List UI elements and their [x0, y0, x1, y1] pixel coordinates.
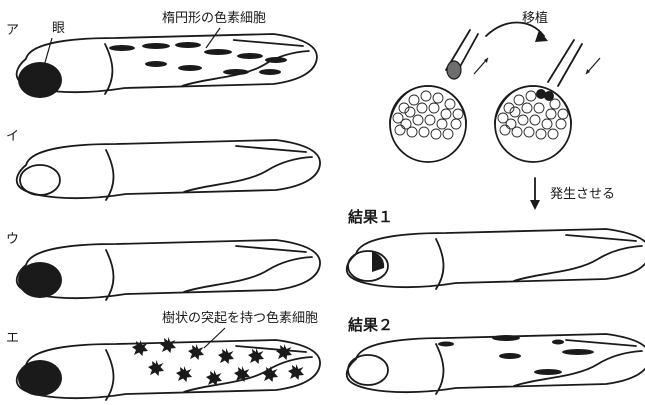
- branched-cell: [218, 348, 234, 364]
- branched-cells-annotation: 樹状の突起を持つ色素細胞: [162, 310, 318, 326]
- oval-cell: [145, 61, 167, 67]
- result2-label: 結果２: [348, 316, 393, 334]
- oval-cell: [265, 57, 287, 63]
- label-a: ア: [6, 23, 19, 38]
- larva-e-eye: [18, 360, 62, 396]
- host-pipette: [548, 40, 582, 86]
- donor-cell-cluster: [390, 86, 466, 139]
- oval-cell: [237, 53, 263, 59]
- larva-a: ア 眼 楕円形の色素細胞: [6, 10, 317, 98]
- oval-cell: [552, 340, 564, 345]
- larva-i: イ: [6, 129, 320, 200]
- result1-label: 結果１: [348, 208, 393, 226]
- oval-cell: [204, 49, 232, 55]
- larva-a-eye: [18, 62, 62, 98]
- larva-u: ウ: [6, 232, 320, 300]
- result-2: 結果２: [347, 316, 645, 394]
- donor-pipette-arrow: [474, 58, 488, 74]
- oval-cell: [562, 349, 594, 355]
- branched-cell: [160, 337, 176, 353]
- larva-a-oval-cells: [109, 42, 287, 75]
- label-u: ウ: [6, 232, 19, 247]
- transplant-experiment: 移植: [390, 11, 615, 210]
- oval-cell: [534, 369, 562, 375]
- oval-cells-annotation: 楕円形の色素細胞: [162, 10, 266, 26]
- larva-u-eye: [18, 262, 62, 298]
- oval-cell: [175, 42, 201, 48]
- transplanted-cell: [544, 91, 554, 101]
- oval-cell: [142, 43, 170, 49]
- develop-annotation: 発生させる: [550, 187, 615, 202]
- host-pipette-arrow: [586, 58, 600, 74]
- larva-i-eye: [20, 165, 60, 195]
- oval-cell: [109, 45, 135, 51]
- oval-cell: [438, 342, 454, 347]
- branched-cell: [188, 344, 204, 360]
- oval-cells-leader-line: [206, 28, 220, 48]
- donor-pipette: [446, 30, 478, 79]
- eye-annotation: 眼: [52, 21, 65, 36]
- oval-cell: [499, 353, 521, 359]
- branched-cell: [288, 364, 304, 380]
- oval-cell: [492, 335, 520, 341]
- branched-cell: [248, 348, 264, 364]
- branched-cell: [148, 360, 164, 376]
- result2-eye: [348, 355, 388, 385]
- branched-cell: [262, 366, 278, 382]
- branched-cells-leader-line: [204, 328, 225, 348]
- result2-larva-outline: [347, 334, 645, 394]
- branched-cell: [276, 344, 292, 360]
- result1-larva-outline: [347, 229, 645, 289]
- larva-e: エ 樹状の突起を持つ色素細胞: [6, 310, 320, 400]
- larva-u-outline: [17, 240, 320, 300]
- host-cell-cluster: [495, 86, 571, 139]
- label-i: イ: [6, 129, 19, 144]
- oval-cell: [259, 69, 281, 75]
- branched-cell: [176, 366, 192, 382]
- develop-arrowhead: [530, 200, 540, 210]
- larva-i-outline: [17, 140, 320, 200]
- label-e: エ: [6, 331, 19, 346]
- larva-e-branched-cells: [132, 337, 304, 386]
- eye-leader-line: [44, 38, 52, 66]
- oval-cell: [223, 69, 249, 75]
- result-1: 結果１: [347, 208, 645, 289]
- oval-cell: [178, 65, 202, 71]
